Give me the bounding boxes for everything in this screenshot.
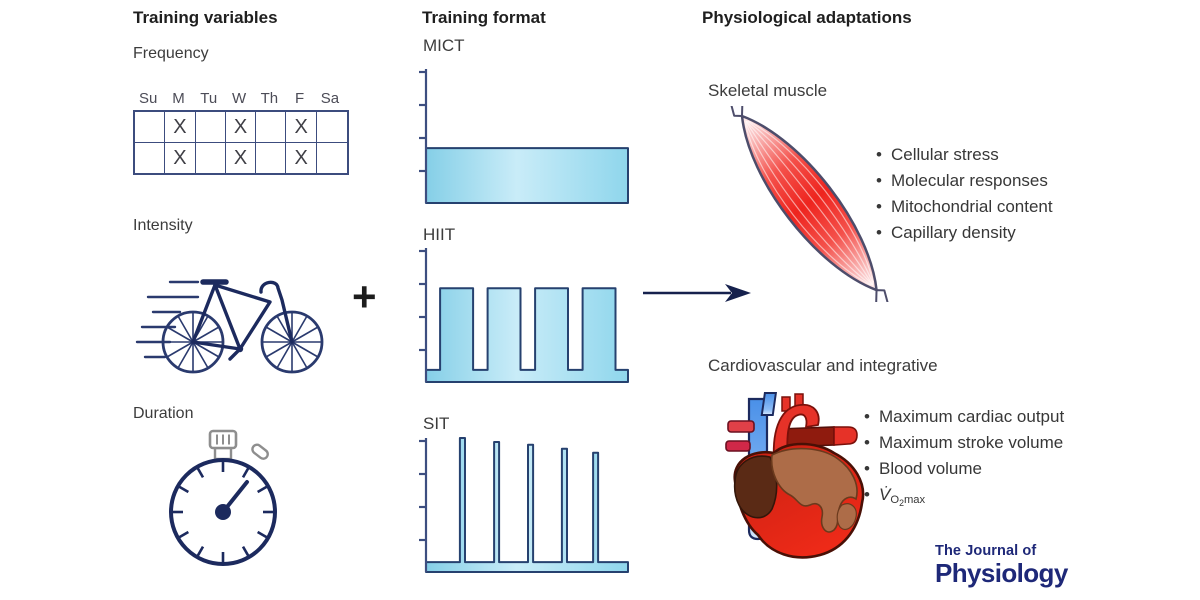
calendar-cell xyxy=(317,143,347,173)
vo2max-sub-o: O xyxy=(890,494,900,507)
training-variables-header: Training variables xyxy=(133,8,278,27)
muscle-bullet-list: Cellular stress Molecular responses Mito… xyxy=(876,142,1053,246)
day-label: M xyxy=(172,90,185,107)
calendar-cell xyxy=(256,112,287,143)
training-format-header: Training format xyxy=(422,8,546,27)
day-label: Sa xyxy=(320,90,340,107)
day-label: Tu xyxy=(200,90,218,107)
hiit-chart xyxy=(419,248,629,383)
journal-logo-line2: Physiology xyxy=(935,557,1068,588)
calendar-cell xyxy=(316,112,348,143)
day-label: Th xyxy=(260,90,279,107)
calendar-cell: X xyxy=(165,143,196,173)
journal-logo-line1: The Journal of xyxy=(935,543,1037,559)
vo2max-sub-max: max xyxy=(903,494,926,507)
calendar-cell: X xyxy=(225,112,257,143)
calendar-cell: X xyxy=(286,143,317,173)
sit-y-axis xyxy=(419,438,428,572)
muscle-icon xyxy=(729,106,889,302)
mict-chart xyxy=(419,69,629,204)
journal-logo: The Journal of Physiology xyxy=(935,544,1068,586)
sit-chart xyxy=(419,437,629,573)
bullet-cellular-stress: Cellular stress xyxy=(876,142,1053,168)
heart-icon xyxy=(725,392,865,559)
frequency-calendar: Su M Tu W Th F Sa X X X X X X xyxy=(133,90,349,175)
calendar-day-row: Su M Tu W Th F Sa xyxy=(133,90,345,107)
bullet-capillary-density: Capillary density xyxy=(876,220,1053,246)
bullet-max-stroke-volume: Maximum stroke volume xyxy=(864,430,1064,456)
calendar-cell xyxy=(135,112,166,143)
cardiovascular-label: Cardiovascular and integrative xyxy=(708,356,938,375)
cardio-bullet-list: Maximum cardiac output Maximum stroke vo… xyxy=(864,404,1064,516)
calendar-cell: X xyxy=(165,112,196,143)
bullet-max-cardiac-output: Maximum cardiac output xyxy=(864,404,1064,430)
calendar-cell xyxy=(256,143,287,173)
bullet-molecular-responses: Molecular responses xyxy=(876,168,1053,194)
day-label: W xyxy=(231,90,247,107)
calendar-cell xyxy=(195,112,226,143)
calendar-grid: X X X X X X xyxy=(133,110,349,175)
day-label: F xyxy=(295,90,305,107)
frequency-label: Frequency xyxy=(133,45,209,62)
calendar-cell: X xyxy=(226,143,257,173)
arrow-right-icon xyxy=(643,284,751,302)
calendar-cell xyxy=(196,143,226,173)
hiit-y-axis xyxy=(419,248,428,382)
intensity-label: Intensity xyxy=(133,217,193,234)
skeletal-muscle-label: Skeletal muscle xyxy=(708,81,828,100)
plus-sign: + xyxy=(352,273,377,320)
sit-label: SIT xyxy=(423,414,450,433)
mict-label: MICT xyxy=(423,36,465,55)
hiit-label: HIIT xyxy=(423,225,456,244)
vo2max-sub-2: 2 xyxy=(899,498,904,509)
bicycle-icon xyxy=(135,279,324,374)
duration-label: Duration xyxy=(133,405,194,422)
bullet-vo2max: V̇O2max xyxy=(864,482,1064,516)
mict-y-axis xyxy=(419,69,428,203)
vo2max-base: V̇ xyxy=(879,485,891,504)
physiological-adaptations-header: Physiological adaptations xyxy=(702,8,912,27)
calendar-cell: X xyxy=(286,112,317,143)
day-label: Su xyxy=(138,90,158,107)
bullet-blood-volume: Blood volume xyxy=(864,456,1064,482)
bullet-mitochondrial-content: Mitochondrial content xyxy=(876,194,1053,220)
stopwatch-icon xyxy=(169,429,277,566)
calendar-cell xyxy=(135,143,166,173)
